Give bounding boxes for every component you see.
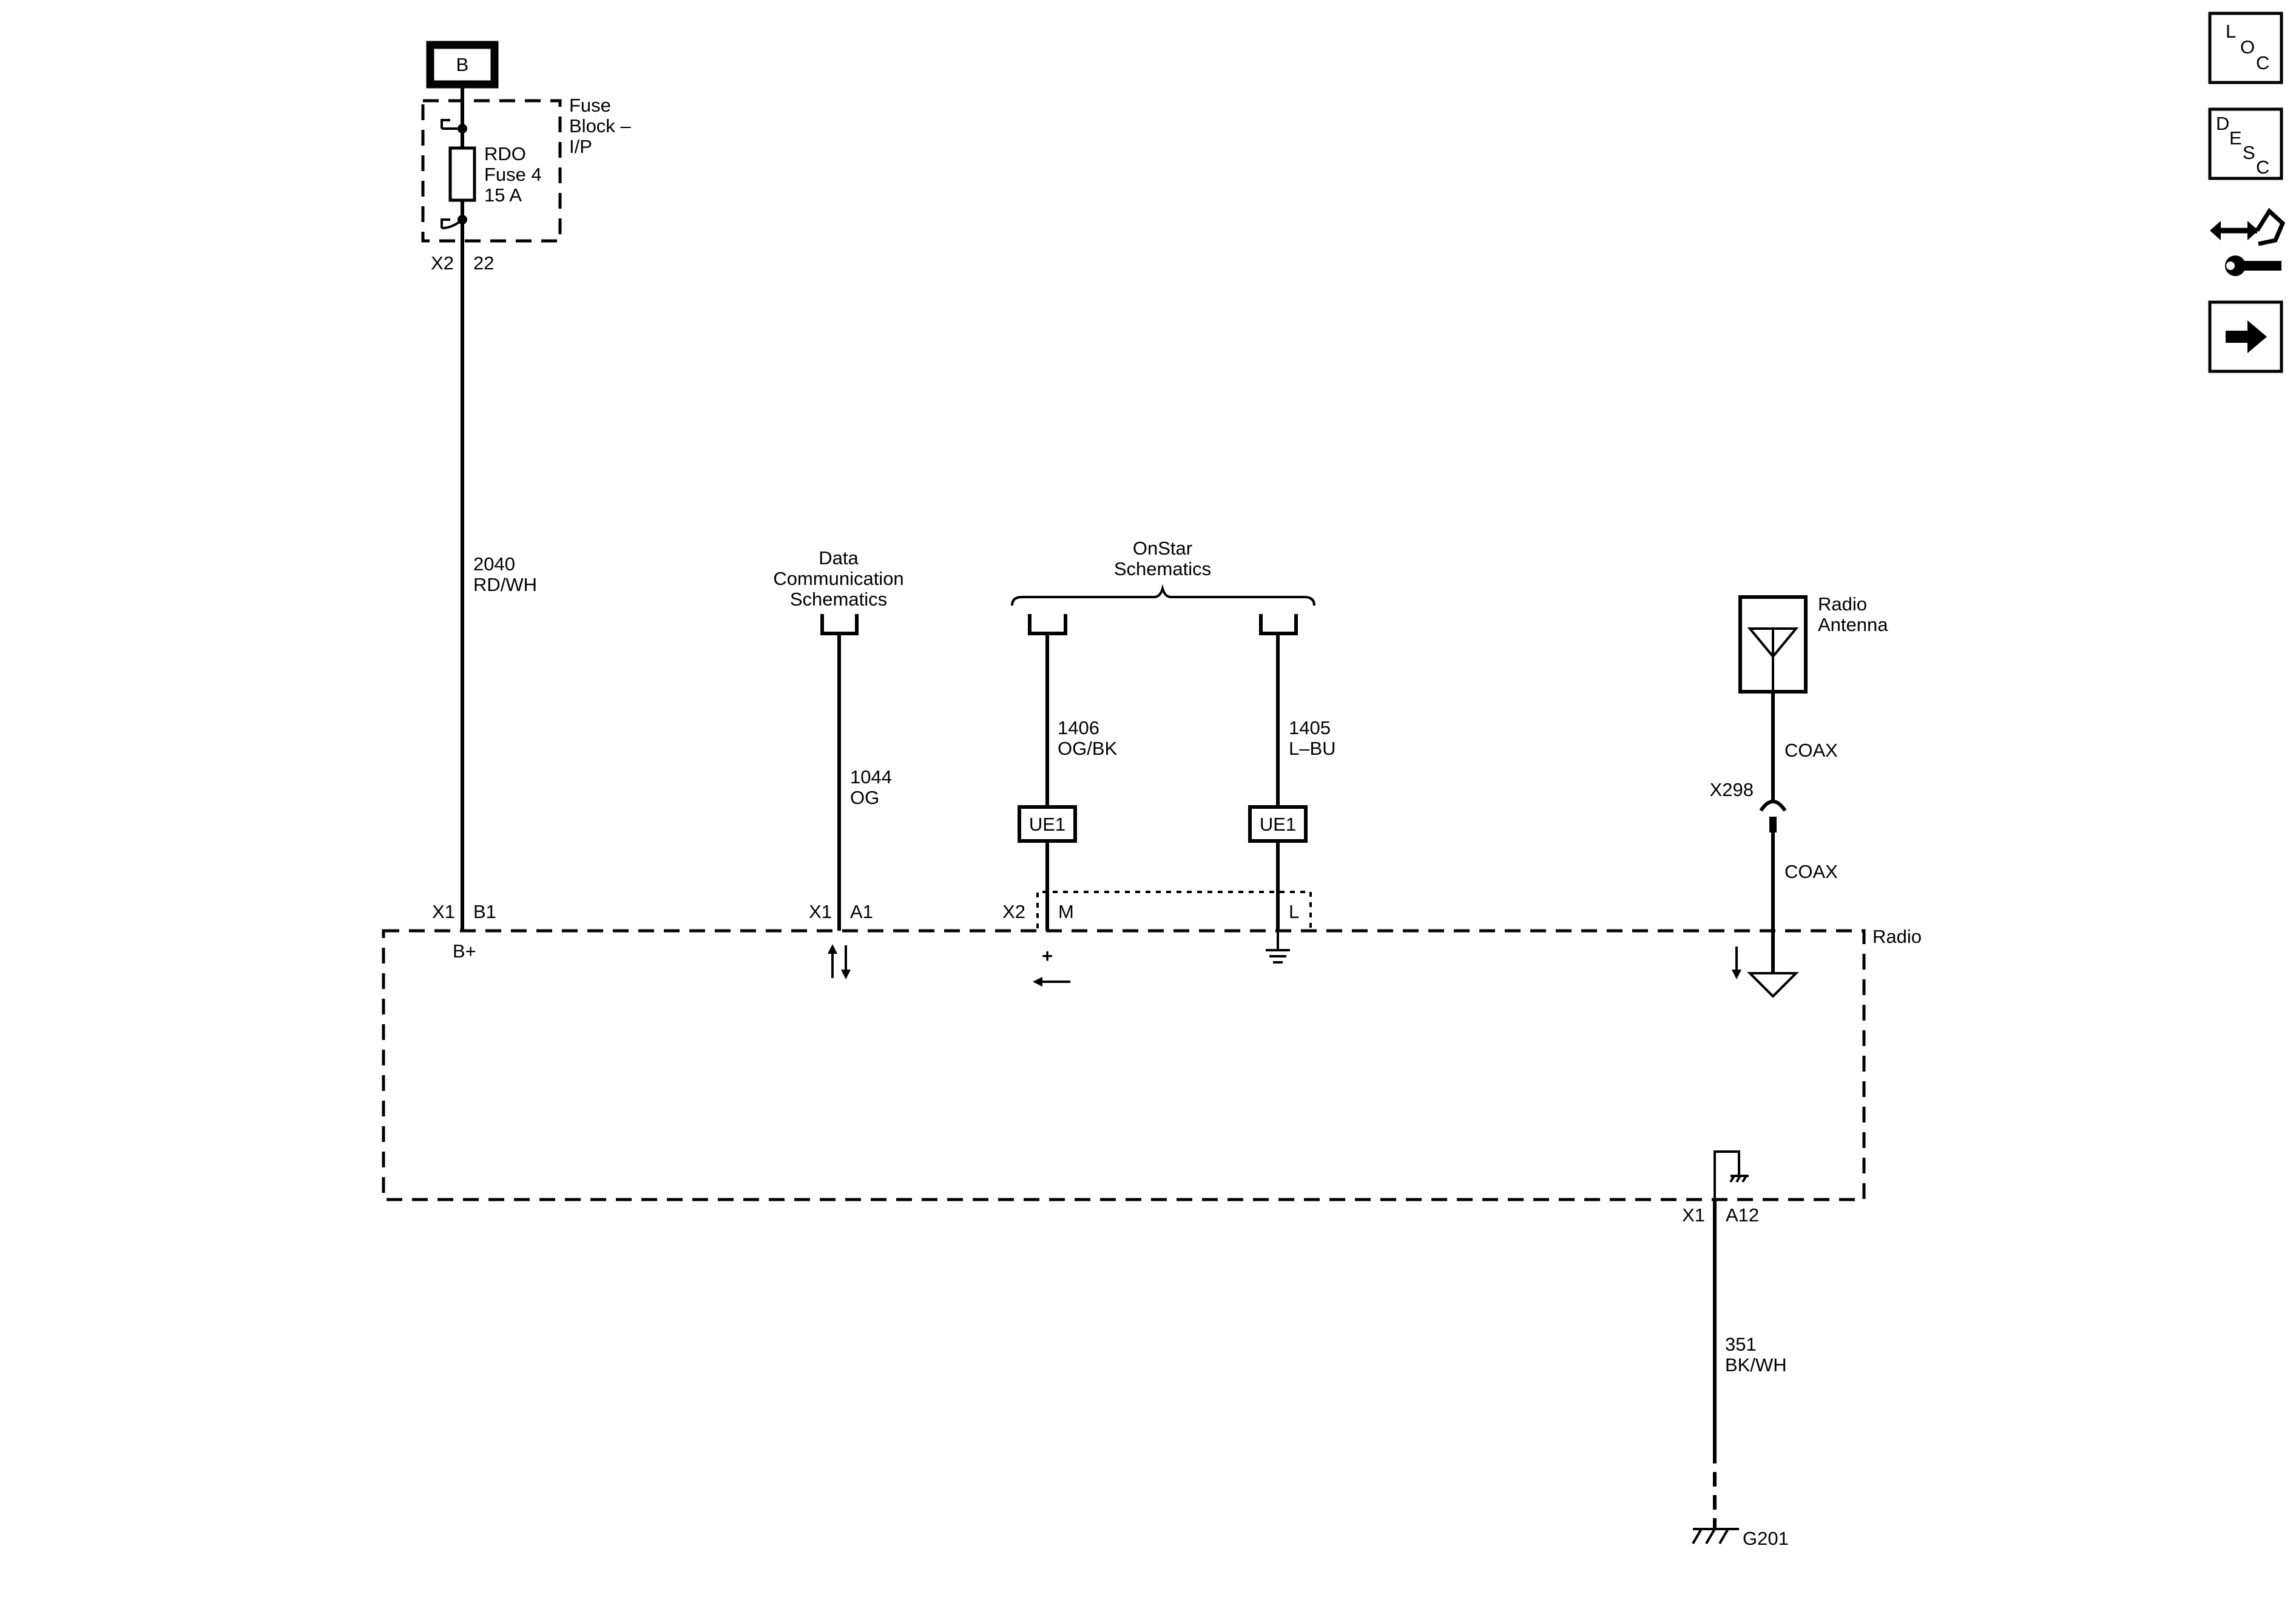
onstar-pos-wire-color: OG/BK bbox=[1058, 738, 1118, 759]
splice-right-label: UE1 bbox=[1260, 814, 1296, 835]
fuse-block: Fuse Block – I/P RDO Fuse 4 15 A X2 22 bbox=[421, 84, 631, 931]
battery-terminal: B bbox=[426, 41, 499, 89]
svg-text:E: E bbox=[2229, 127, 2242, 149]
svg-text:S: S bbox=[2243, 142, 2255, 163]
pin-a12-connector: X1 bbox=[1682, 1204, 1705, 1226]
data-comm-reference: Data Communication Schematics bbox=[773, 547, 904, 635]
left-arrow-icon bbox=[1033, 977, 1070, 987]
radio-module: Radio X1 B1 B+ X1 A1 X2 M L + bbox=[382, 901, 1922, 1226]
data-comm-label-2: Communication bbox=[773, 568, 903, 589]
splice-left: UE1 bbox=[1018, 805, 1077, 843]
radio-label: Radio bbox=[1872, 926, 1922, 947]
onstar-reference: OnStar Schematics bbox=[1011, 538, 1315, 635]
antenna-input-icon bbox=[1747, 972, 1799, 998]
power-wire-number: 2040 bbox=[473, 553, 515, 575]
next-arrow-icon[interactable] bbox=[2208, 300, 2283, 373]
splice-left-label: UE1 bbox=[1029, 814, 1065, 835]
onstar-neg-wire-number: 1405 bbox=[1289, 717, 1331, 738]
fuse-block-label-2: Block – bbox=[569, 115, 631, 137]
onstar-neg-wire-color: L–BU bbox=[1289, 738, 1336, 759]
onstar-label-2: Schematics bbox=[1114, 558, 1211, 579]
loc-icon[interactable]: L O C bbox=[2208, 12, 2283, 84]
power-wire-color: RD/WH bbox=[473, 574, 537, 595]
fuse-block-label-3: I/P bbox=[569, 136, 592, 157]
g201-ground-icon bbox=[1692, 1528, 1739, 1545]
pin-b1: B1 bbox=[473, 901, 496, 922]
fuse-label-2: Fuse 4 bbox=[484, 164, 542, 185]
pin-a12: A12 bbox=[1726, 1204, 1759, 1226]
pin-l: L bbox=[1289, 901, 1299, 922]
splice-right: UE1 bbox=[1248, 805, 1308, 843]
fuse-pin-label: 22 bbox=[473, 252, 494, 274]
bidirectional-arrow-icon bbox=[828, 944, 851, 979]
pin-b1-internal: B+ bbox=[453, 940, 476, 962]
ground-symbol-icon bbox=[1266, 931, 1290, 964]
fuse-connector-label: X2 bbox=[431, 252, 454, 274]
fuse-label-3: 15 A bbox=[484, 184, 522, 206]
pin-x2-connector: X2 bbox=[1002, 901, 1025, 922]
x2-connector-outline bbox=[1036, 891, 1312, 928]
connector-tool-icon[interactable] bbox=[2210, 208, 2286, 276]
fuse-block-label-1: Fuse bbox=[569, 95, 611, 116]
svg-text:C: C bbox=[2256, 157, 2269, 178]
ground-wire-number: 351 bbox=[1725, 1334, 1757, 1355]
data-comm-label-1: Data bbox=[819, 547, 859, 569]
battery-label: B bbox=[456, 54, 469, 75]
fuse-label-1: RDO bbox=[484, 143, 526, 164]
fuse-icon bbox=[448, 146, 476, 202]
ground-wire-color: BK/WH bbox=[1725, 1354, 1787, 1376]
pin-m: M bbox=[1058, 901, 1074, 922]
down-arrow-icon bbox=[1732, 947, 1741, 979]
desc-icon[interactable]: D E S C bbox=[2208, 107, 2283, 180]
coax-upper-label: COAX bbox=[1784, 740, 1838, 761]
ground-label: G201 bbox=[1743, 1528, 1789, 1549]
pin-a1: A1 bbox=[850, 901, 873, 922]
plus-symbol: + bbox=[1042, 945, 1053, 967]
data-comm-label-3: Schematics bbox=[790, 589, 887, 610]
onstar-label-1: OnStar bbox=[1133, 538, 1192, 559]
svg-text:L: L bbox=[2226, 21, 2236, 42]
x298-connector: X298 bbox=[1710, 779, 1787, 832]
x298-label: X298 bbox=[1710, 779, 1754, 800]
svg-text:O: O bbox=[2240, 36, 2255, 58]
antenna-label-1: Radio bbox=[1818, 593, 1867, 615]
onstar-pos-wire-number: 1406 bbox=[1058, 717, 1099, 738]
pin-a1-connector: X1 bbox=[809, 901, 832, 922]
antenna-label-2: Antenna bbox=[1818, 614, 1888, 635]
radio-antenna: Radio Antenna bbox=[1738, 593, 1888, 694]
coax-lower-label: COAX bbox=[1784, 861, 1838, 882]
data-wire-color: OG bbox=[850, 787, 879, 808]
chassis-ground-icon bbox=[1714, 1150, 1749, 1200]
data-wire-number: 1044 bbox=[850, 766, 892, 788]
pin-b1-connector: X1 bbox=[432, 901, 455, 922]
svg-text:C: C bbox=[2256, 52, 2269, 73]
svg-text:D: D bbox=[2216, 113, 2229, 134]
